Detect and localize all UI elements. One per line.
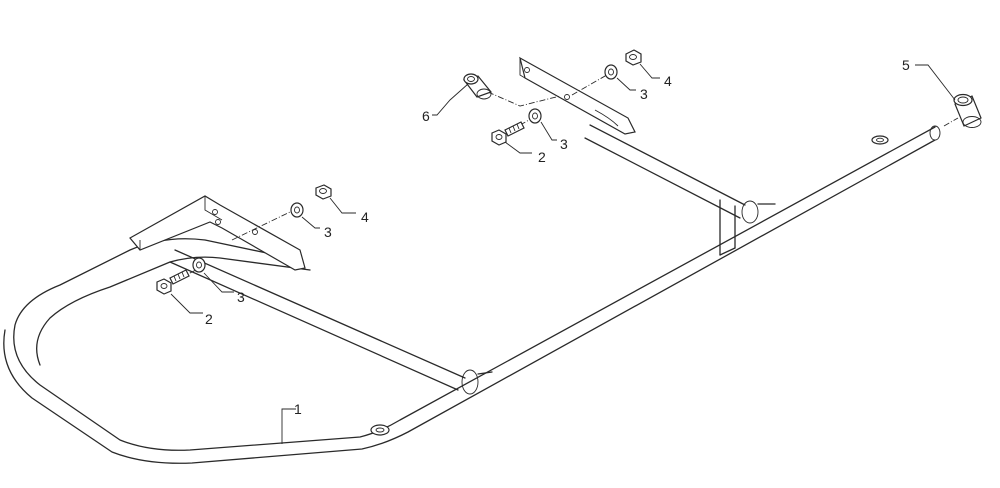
callout-3-front-lower: 3 (237, 289, 245, 305)
end-cap-part-5 (953, 93, 982, 128)
washer-front-upper (290, 202, 304, 218)
washer-rear-upper (604, 64, 618, 80)
callout-2-front: 2 (205, 311, 213, 327)
nut-rear (625, 49, 642, 66)
callout-4-rear: 4 (664, 73, 672, 89)
washer-front-lower (192, 257, 206, 273)
callout-labels: 1 2 3 3 4 6 2 3 3 4 5 (205, 57, 910, 417)
callout-3-rear-lower: 3 (560, 136, 568, 152)
callout-5: 5 (902, 57, 910, 73)
callout-3-rear-upper: 3 (640, 86, 648, 102)
callout-2-rear: 2 (538, 149, 546, 165)
bolt-rear (491, 121, 525, 146)
washer-rear-lower (528, 108, 542, 124)
rear-hardware (462, 49, 982, 146)
front-mounting-bracket (129, 195, 306, 271)
leader-lines (170, 63, 956, 444)
callout-4-front: 4 (361, 209, 369, 225)
bolt-front (156, 269, 190, 295)
callout-1: 1 (294, 401, 302, 417)
callout-3-front-upper: 3 (324, 224, 332, 240)
callout-6: 6 (422, 108, 430, 124)
bushing-part-6 (462, 73, 493, 100)
front-hardware (156, 184, 332, 295)
tube-frame (3, 124, 941, 464)
nut-front (315, 184, 332, 200)
rear-mounting-bracket (519, 56, 636, 135)
